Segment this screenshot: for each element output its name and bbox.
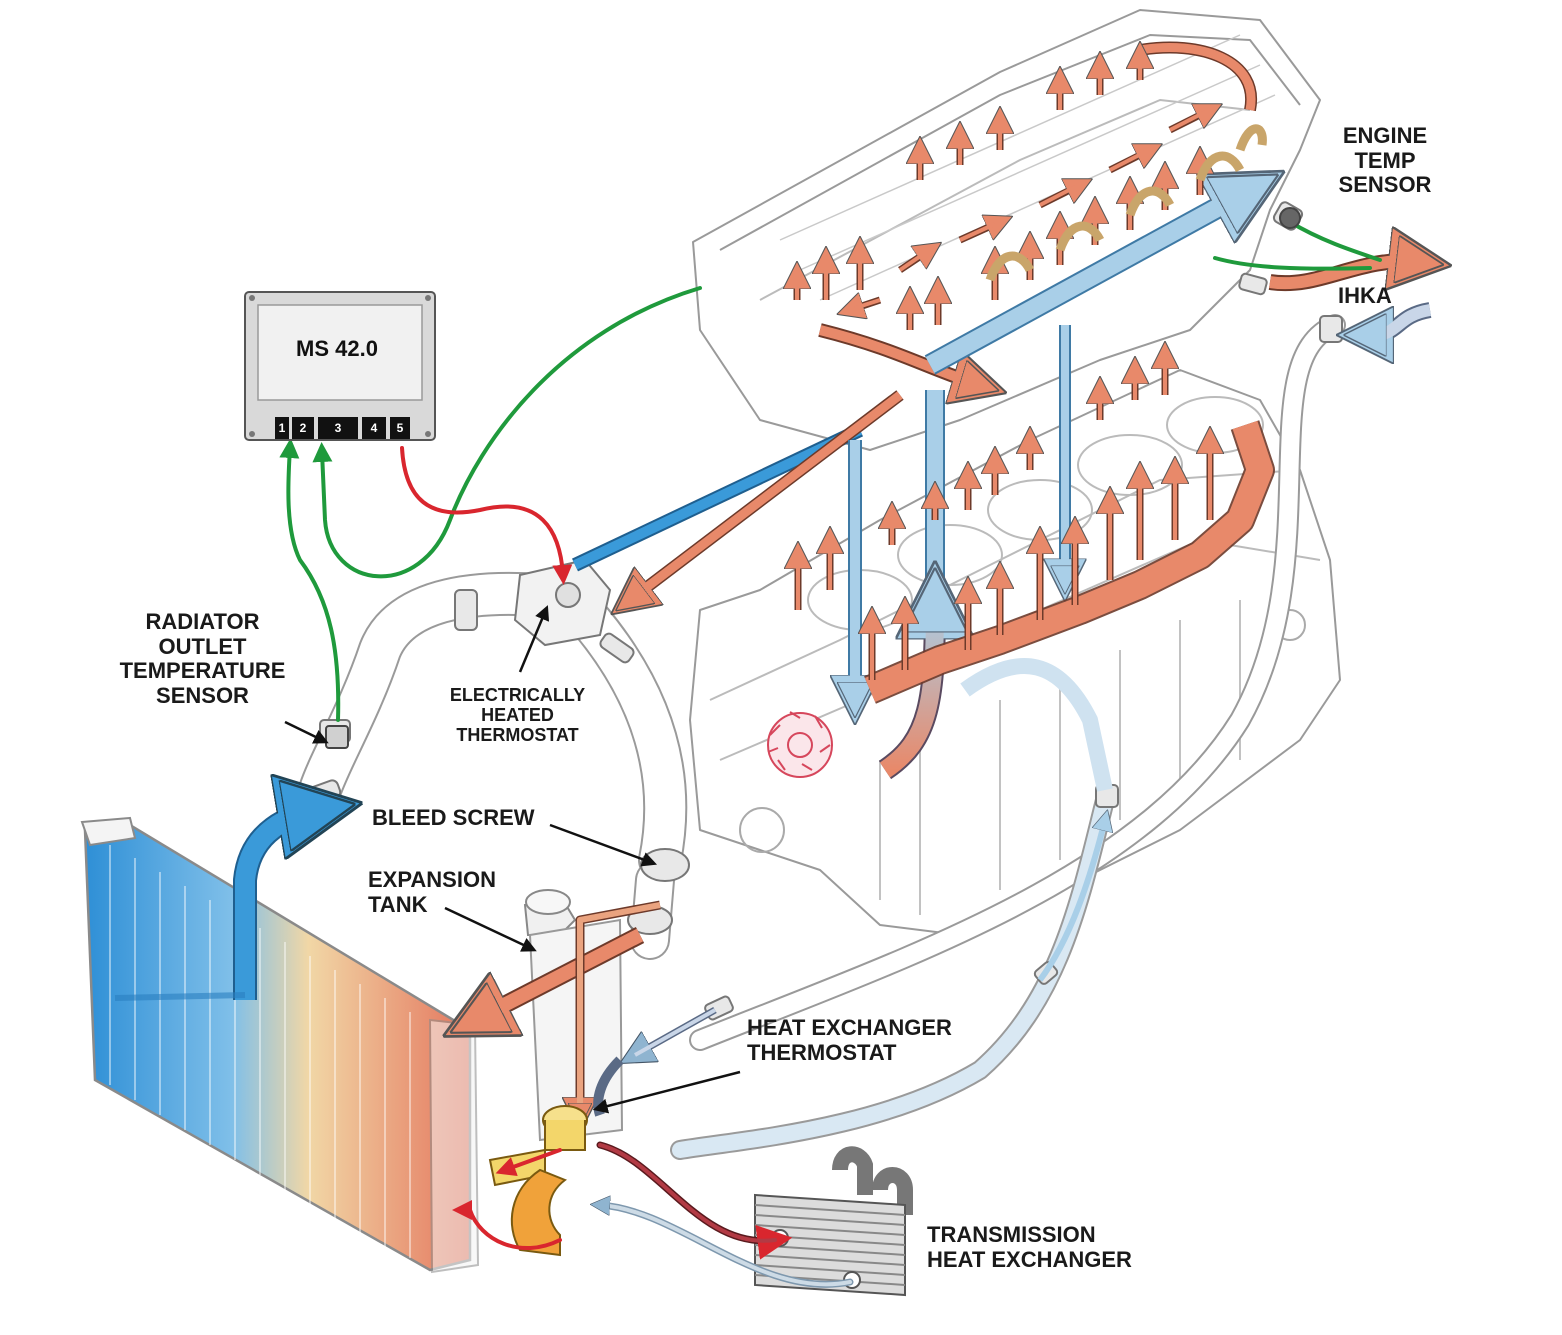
head-transition-arrows <box>985 124 1267 282</box>
water-pump <box>767 711 833 778</box>
ihka-flow <box>1268 261 1430 335</box>
transmission-lines <box>452 1141 854 1288</box>
ecu-pin-4: 4 <box>362 417 386 439</box>
ecu-pin-5: 5 <box>390 417 410 439</box>
label-leaders <box>284 605 741 1114</box>
electrically-heated-thermostat-label: ELECTRICALLY HEATED THERMOSTAT <box>449 685 586 746</box>
heat-exchanger-thermostat-label: HEAT EXCHANGER THERMOSTAT <box>747 1015 952 1065</box>
transmission-heat-exchanger <box>754 1146 913 1297</box>
transmission-heat-exchanger-label: TRANSMISSION HEAT EXCHANGER <box>927 1222 1132 1272</box>
ecu-box <box>244 291 436 441</box>
expansion-tank-label: EXPANSION TANK <box>368 867 496 917</box>
ecu-pin-2: 2 <box>292 417 314 439</box>
sensor-wiring <box>279 220 1382 722</box>
radiator-outlet-temperature-sensor-label: RADIATOR OUTLET TEMPERATURE SENSOR <box>119 609 286 708</box>
ecu-pin-1: 1 <box>275 417 289 439</box>
heat-exchanger-thermostat-part <box>488 1105 588 1257</box>
engine-temp-sensor-label: ENGINE TEMP SENSOR <box>1338 123 1432 198</box>
ecu-title: MS 42.0 <box>296 336 378 361</box>
sensors <box>325 207 1301 749</box>
block-flow-arrows-fill <box>796 360 1212 680</box>
bleed-screw-label: BLEED SCREW <box>372 805 535 830</box>
expansion-tank <box>523 889 624 1142</box>
ecu-pin-3: 3 <box>318 417 358 439</box>
radiator <box>80 816 480 1274</box>
ihka-label: IHKA <box>1338 283 1392 308</box>
